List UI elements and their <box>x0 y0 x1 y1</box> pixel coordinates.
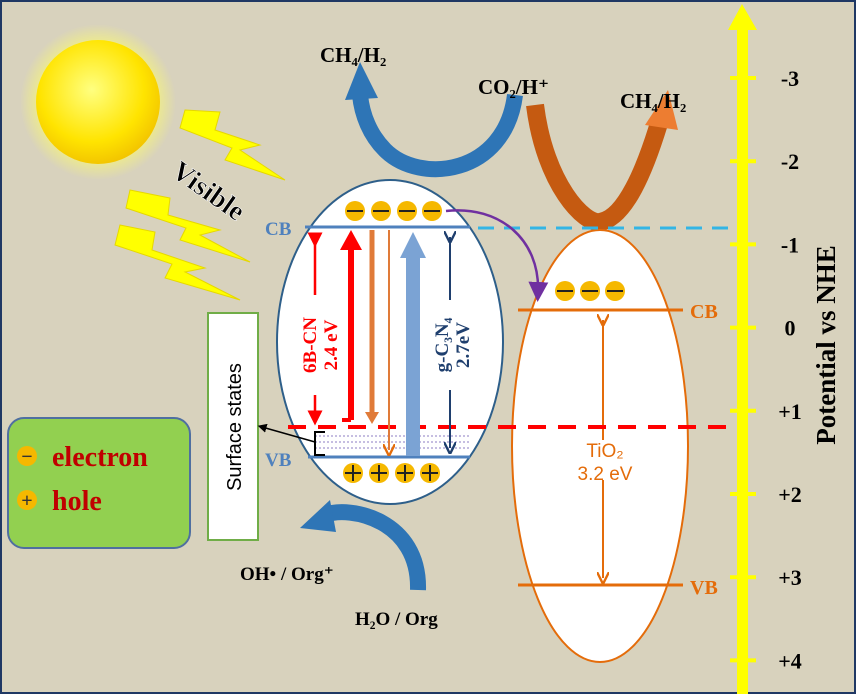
oxidation-arrow <box>322 504 427 591</box>
arrow-head-icon <box>400 232 426 258</box>
legend-box <box>7 417 191 549</box>
electron-symbol: − <box>21 446 32 468</box>
tio2-electrons <box>555 281 625 301</box>
legend-electron-label: electron <box>52 442 148 473</box>
g-c3n4-label: g-C₃N₄ <box>432 317 453 372</box>
cb-label: CB <box>265 219 292 240</box>
label-bg <box>434 300 470 390</box>
oxidation-product-label: OH• / Org⁺ <box>240 564 334 585</box>
potential-axis <box>737 25 748 694</box>
reactant-label-top: CO₂/H⁺ <box>478 75 549 99</box>
lightning-icon <box>125 189 251 263</box>
6b-cn-label: 6B-CN <box>300 317 321 373</box>
arrow-head-icon <box>645 90 678 130</box>
g-c3n4-gap-label: 2.7eV <box>453 322 474 368</box>
holes <box>343 463 440 483</box>
axis-arrow-icon <box>728 4 757 30</box>
tio2-label: TiO₂ <box>586 441 623 462</box>
hole-icon <box>17 490 37 510</box>
reduction-arrow-right <box>526 103 669 232</box>
surface-states-pointer <box>257 423 316 443</box>
electrons <box>345 201 442 221</box>
surface-states-box <box>207 312 259 541</box>
hole-symbol: + <box>21 490 32 512</box>
surface-states-label: Surface states <box>224 363 246 491</box>
axis-tick-label: -1 <box>781 232 799 257</box>
tio2-gap-label: 3.2 eV <box>578 464 633 485</box>
arrow-head-icon <box>300 500 336 532</box>
label-bg <box>570 440 640 480</box>
legend-hole-label: hole <box>52 486 102 517</box>
sun-icon <box>36 40 160 164</box>
product-label-right: CH₄/H₂ <box>620 89 686 113</box>
axis-tick-label: -3 <box>781 66 799 91</box>
axis-tick-label: +2 <box>778 482 802 507</box>
product-label-left: CH₄/H₂ <box>320 43 386 67</box>
axis-tick-label: +1 <box>778 399 802 424</box>
6b-cn-gap-label: 2.4 eV <box>321 319 342 370</box>
axis-tick-label: +4 <box>778 648 802 673</box>
lightning-icon <box>114 224 241 301</box>
arrow-head-icon <box>340 230 362 250</box>
oxidation-reactant-label: H₂O / Org <box>355 609 438 630</box>
surface-states-bracket <box>314 431 325 456</box>
electron-transfer-arrow <box>445 209 549 302</box>
tio2-vb-label: VB <box>690 577 718 599</box>
axis-tick-label: +3 <box>778 565 802 590</box>
lightning-icon <box>179 109 286 181</box>
arrow-head-icon <box>345 62 378 100</box>
tio2-cb-label: CB <box>690 301 718 323</box>
axis-tick-label: 0 <box>785 316 796 341</box>
vb-label: VB <box>265 450 292 471</box>
lightning-icons <box>114 109 286 301</box>
arrow-head-icon <box>365 412 379 424</box>
label-bg <box>300 295 338 395</box>
axis-title: Potential vs NHE <box>811 245 841 445</box>
reduction-arrow-left <box>352 93 523 178</box>
electron-icon <box>17 446 37 466</box>
axis-ticks: -3 -2 -1 0 +1 +2 +3 +4 <box>730 66 802 673</box>
axis-tick-label: -2 <box>781 149 799 174</box>
